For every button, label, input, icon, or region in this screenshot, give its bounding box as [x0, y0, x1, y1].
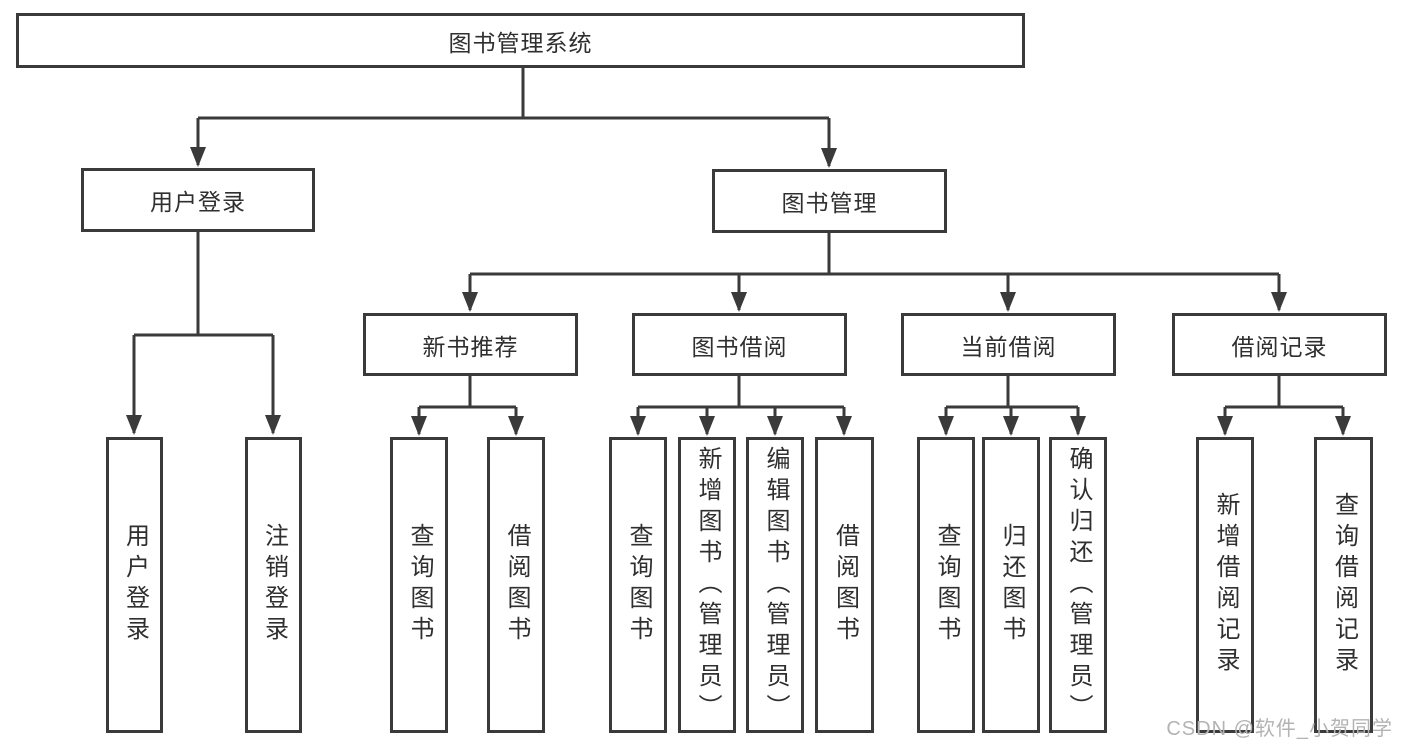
node-leaf-label: 确认归还（管理员） — [1065, 445, 1092, 725]
node-leaf-label: 归还图书 — [998, 523, 1025, 647]
node-leaf-label: 新增图书（管理员） — [694, 445, 721, 725]
node-leaf-label: 新增借阅记录 — [1212, 492, 1239, 678]
node-leaf-user-login: 用户登录 — [106, 437, 163, 733]
edge-trunks — [134, 68, 1343, 409]
node-root: 图书管理系统 — [16, 13, 1025, 68]
node-leaf-edit-books-admin: 编辑图书（管理员） — [746, 437, 804, 733]
node-new-book-recommend-label: 新书推荐 — [422, 333, 519, 360]
node-leaf-label: 编辑图书（管理员） — [762, 445, 789, 725]
node-leaf-query-books-recommend: 查询图书 — [390, 437, 448, 733]
node-leaf-borrow-books-recommend: 借阅图书 — [487, 437, 545, 733]
node-current-borrow: 当前借阅 — [901, 313, 1116, 376]
node-new-book-recommend: 新书推荐 — [363, 313, 578, 376]
node-leaf-add-books-admin: 新增图书（管理员） — [678, 437, 736, 733]
node-leaf-label: 查询借阅记录 — [1330, 492, 1358, 678]
node-leaf-borrow-books: 借阅图书 — [815, 437, 874, 733]
node-leaf-confirm-return-admin: 确认归还（管理员） — [1049, 437, 1107, 733]
node-leaf-logout: 注销登录 — [245, 437, 302, 733]
node-leaf-label: 借阅图书 — [503, 523, 530, 647]
node-root-label: 图书管理系统 — [448, 29, 593, 56]
node-book-management: 图书管理 — [712, 169, 947, 233]
node-leaf-label: 借阅图书 — [831, 523, 859, 647]
node-leaf-query-borrow-record: 查询借阅记录 — [1314, 437, 1373, 733]
node-book-borrow: 图书借阅 — [632, 313, 847, 376]
node-leaf-query-books-current: 查询图书 — [917, 437, 975, 733]
node-borrow-records-label: 借阅记录 — [1231, 333, 1328, 360]
node-book-management-label: 图书管理 — [781, 190, 878, 216]
node-user-login: 用户登录 — [81, 168, 315, 232]
node-leaf-label: 查询图书 — [406, 523, 433, 647]
node-user-login-label: 用户登录 — [150, 189, 246, 215]
node-leaf-query-books-borrow: 查询图书 — [609, 437, 667, 733]
csdn-watermark: CSDN @软件_小贺同学 — [1166, 718, 1393, 740]
node-leaf-label: 查询图书 — [933, 523, 960, 647]
node-book-borrow-label: 图书借阅 — [691, 333, 788, 360]
edge-arrows — [126, 118, 1351, 436]
node-leaf-label: 用户登录 — [121, 523, 149, 647]
node-leaf-return-books: 归还图书 — [982, 437, 1040, 733]
node-leaf-label: 查询图书 — [625, 523, 652, 647]
node-leaf-add-borrow-record: 新增借阅记录 — [1196, 437, 1254, 733]
node-leaf-label: 注销登录 — [260, 523, 288, 647]
node-current-borrow-label: 当前借阅 — [960, 333, 1057, 360]
node-borrow-records: 借阅记录 — [1172, 313, 1387, 376]
